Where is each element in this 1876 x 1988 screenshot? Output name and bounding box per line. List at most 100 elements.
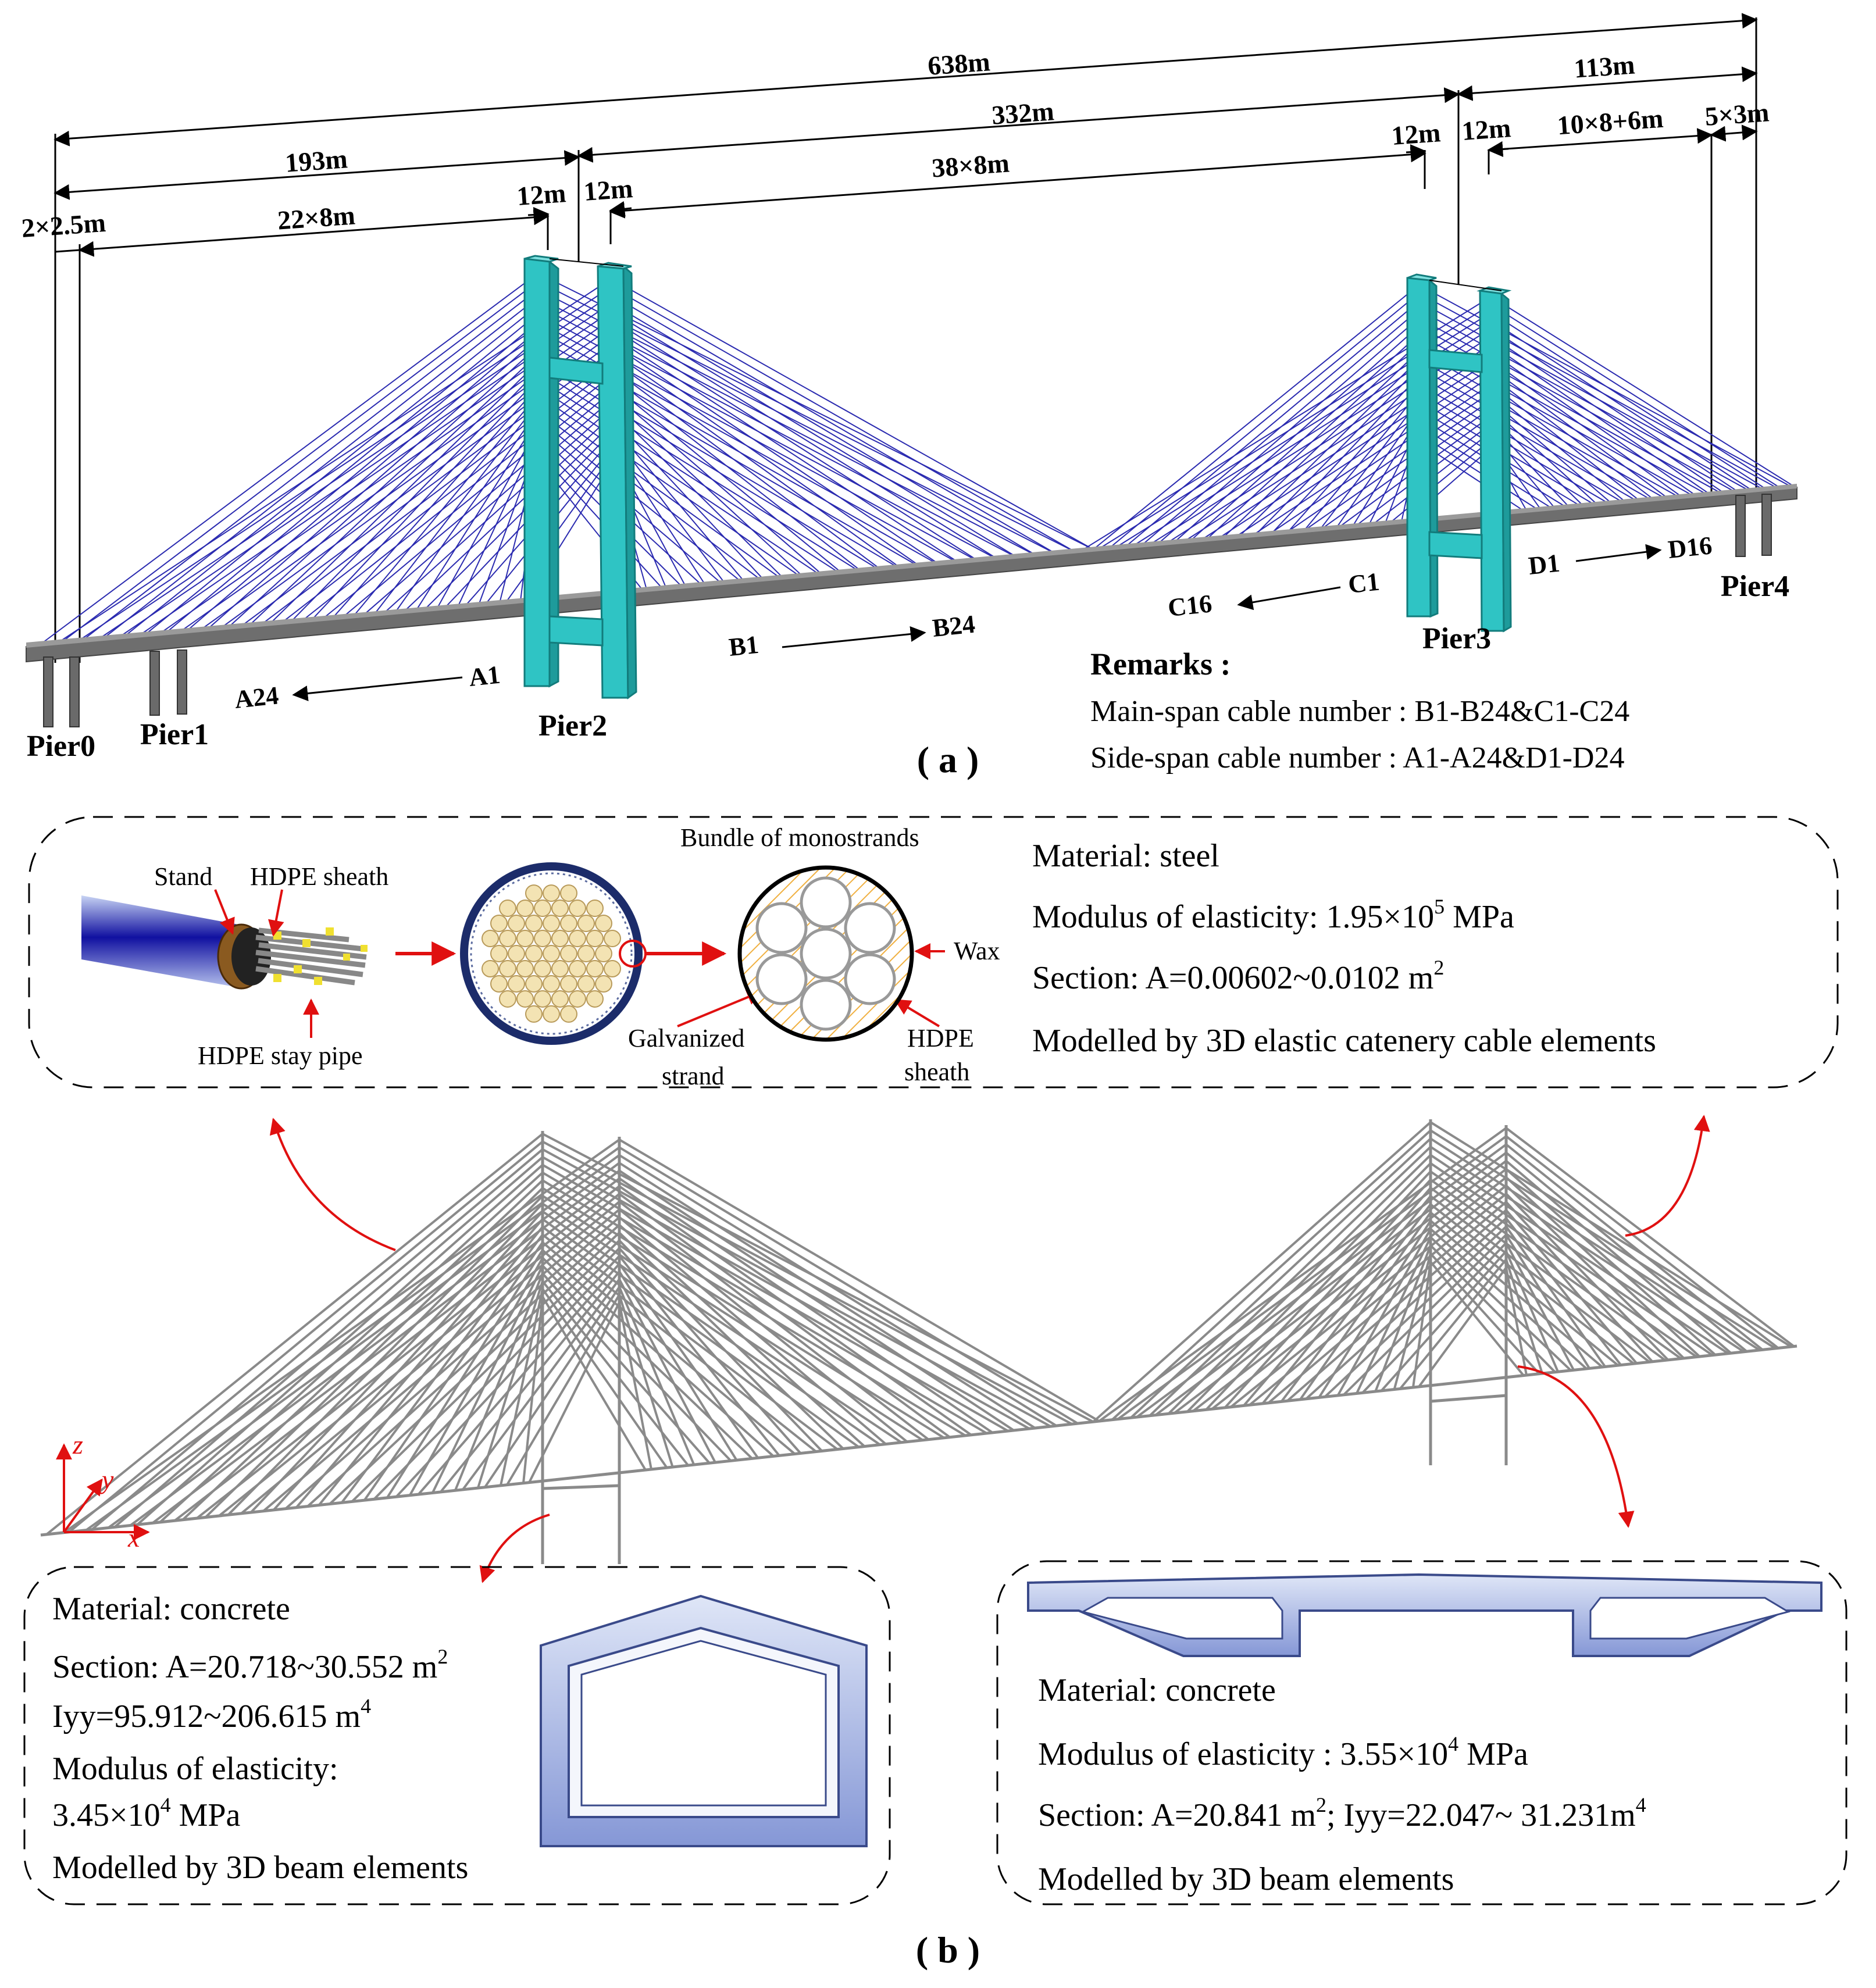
fe-deck-line [40, 1344, 1797, 1537]
fe-cable [1324, 1225, 1507, 1398]
stay-cable-a [1321, 407, 1492, 530]
dim-pier3-left-arrow [1406, 144, 1426, 160]
stay-cable-a [537, 362, 878, 570]
fe-cable [1429, 1129, 1777, 1350]
label-b1: B1 [727, 630, 760, 662]
stay-cable-a [1218, 359, 1492, 539]
stay-cable-a [424, 424, 611, 611]
stay-cable-a [415, 418, 538, 611]
stay-cable-a [1184, 344, 1492, 542]
label-b24: B24 [931, 610, 976, 643]
fe-cable [431, 1265, 544, 1494]
stay-cable-a [61, 281, 538, 643]
label-pier3: Pier3 [1422, 622, 1491, 655]
callout-to-cable-box-left [269, 1118, 396, 1251]
monostrand [577, 975, 595, 993]
stay-cable-a [249, 354, 538, 626]
pylon-modulus-value: 3.45×104 MPa [52, 1793, 241, 1833]
fe-tower3-beam [1430, 1394, 1507, 1403]
monostrand [499, 930, 516, 948]
deck-box-girder-drawing [1027, 1573, 1822, 1657]
pier-labels: Pier0 Pier1 Pier2 Pier3 Pier4 [27, 570, 1789, 763]
stay-cable-a [611, 359, 900, 568]
stay-cable-a [611, 319, 997, 559]
fe-cable [1505, 1159, 1732, 1354]
fe-cable [618, 1270, 738, 1461]
stay-cable-a [269, 362, 538, 624]
fe-cable [618, 1169, 1015, 1432]
monostrand [560, 915, 577, 933]
fe-cable [541, 1272, 711, 1464]
stay-cable-a [611, 384, 841, 573]
fe-cable [1361, 1242, 1507, 1394]
fe-cable [1130, 1137, 1432, 1419]
monostrand [569, 959, 586, 977]
fe-cable [618, 1138, 1100, 1422]
monostrand [490, 975, 508, 993]
fe-cable [541, 1218, 859, 1448]
stay-cable-a [207, 337, 538, 630]
fe-cable [341, 1234, 544, 1504]
fe-cable [541, 1257, 753, 1459]
monostrand [560, 1005, 577, 1023]
stay-cable-a [1490, 304, 1781, 488]
fe-cable [618, 1302, 652, 1470]
callout-to-deck-box [1517, 1365, 1635, 1528]
fe-cable [541, 1171, 987, 1434]
label-wax: Wax [954, 937, 1000, 965]
axis-z-label: z [72, 1430, 83, 1459]
monostrand [569, 930, 586, 948]
label-bundle-monostrands: Bundle of monostrands [680, 823, 919, 852]
stay-cable-a [1418, 359, 1665, 499]
stay-cable-a [611, 327, 978, 561]
fe-cable [1117, 1135, 1507, 1420]
dim-total [54, 13, 1758, 147]
axis-labels: z y x [72, 1430, 140, 1552]
fe-cable [618, 1185, 972, 1436]
cable-modulus: Modulus of elasticity: 1.95×105 MPa [1032, 895, 1514, 935]
stay-cable-a [1490, 376, 1654, 500]
monostrand [577, 945, 595, 962]
monostrand-grid [482, 884, 621, 1023]
caption-a: ( a ) [917, 739, 979, 780]
fe-cable [418, 1263, 620, 1496]
stay-cable-a [611, 416, 764, 580]
monostrand [508, 915, 525, 933]
dim-label-pier2-right: 12m [583, 173, 634, 206]
stay-cable-a [1490, 391, 1626, 502]
remarks-title: Remarks : [1090, 647, 1231, 681]
fe-cable [262, 1208, 620, 1512]
axis-y [63, 1478, 103, 1533]
stay-cable-a [1271, 375, 1420, 534]
monostrand [586, 930, 604, 948]
arrow-c [1237, 586, 1341, 611]
fe-cable [351, 1239, 620, 1502]
cable-label-pointers [214, 889, 945, 1038]
deck-section-box [996, 1560, 1848, 1905]
monostrand [543, 975, 560, 993]
fe-cable [386, 1249, 544, 1498]
stay-cable-a [1418, 350, 1679, 498]
dim-label-left-cables: 22×8m [277, 200, 356, 235]
fe-cable [136, 1163, 544, 1526]
fe-cable [1505, 1168, 1717, 1356]
fe-tower2-beam [542, 1484, 620, 1490]
fe-cable [1429, 1137, 1760, 1351]
dim-label-side-left: 193m [284, 144, 349, 177]
cable-cross-section [460, 862, 647, 1045]
monostrand [577, 915, 595, 933]
stay-cable-a [611, 376, 861, 571]
fe-cable [541, 1187, 945, 1439]
dim-pier3-right-arrow [1487, 141, 1509, 158]
pylon-iyy: Iyy=95.912~206.615 m4 [52, 1694, 371, 1734]
deck-section: Section: A=20.841 m2; Iyy=22.047~ 31.231… [1038, 1793, 1646, 1833]
dim-label-pier2-left: 12m [516, 178, 567, 211]
fe-cable [541, 1295, 647, 1471]
callout-arrows [269, 1115, 1710, 1583]
monostrand [499, 959, 516, 977]
stay-cable-a [1125, 301, 1420, 547]
fe-cable [1336, 1228, 1432, 1396]
monostrand [551, 900, 569, 918]
fe-cable [1505, 1259, 1543, 1374]
stay-cable-a [611, 351, 919, 566]
